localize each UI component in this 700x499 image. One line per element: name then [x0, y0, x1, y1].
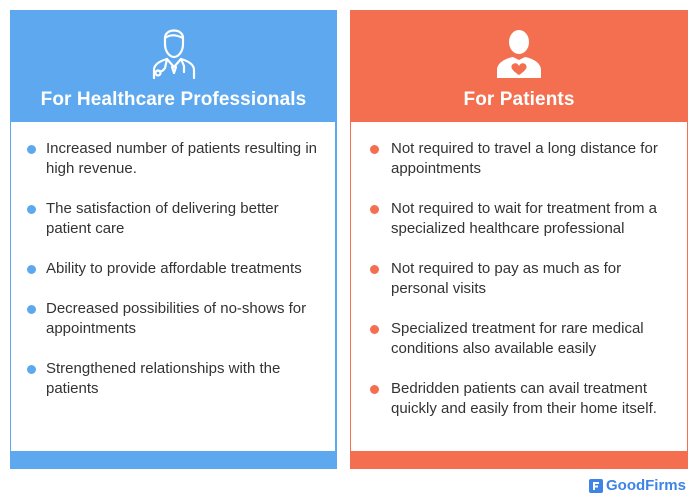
list-item-text: Increased number of patients resulting i…	[46, 140, 317, 177]
benefits-list: Not required to travel a long distance f…	[351, 122, 687, 419]
list-item: Not required to pay as much as for perso…	[351, 259, 687, 299]
list-item-text: Not required to pay as much as for perso…	[391, 260, 622, 297]
bullet-icon	[370, 385, 379, 394]
list-item-text: Not required to travel a long distance f…	[391, 140, 658, 177]
bullet-icon	[370, 265, 379, 274]
panel-body: Increased number of patients resulting i…	[11, 122, 335, 451]
list-item: Not required to travel a long distance f…	[351, 139, 687, 179]
list-item-text: Ability to provide affordable treatments	[46, 260, 302, 277]
list-item-text: Decreased possibilities of no-shows for …	[46, 300, 307, 337]
goodfirms-brand: GoodFirms	[588, 477, 686, 494]
list-item: Increased number of patients resulting i…	[11, 139, 335, 179]
list-item: Not required to wait for treatment from …	[351, 199, 687, 239]
bullet-icon	[27, 205, 36, 214]
benefits-list: Increased number of patients resulting i…	[11, 122, 335, 399]
panel-header: For Patients	[350, 10, 688, 122]
panel-title: For Healthcare Professionals	[40, 89, 307, 110]
bullet-icon	[27, 365, 36, 374]
bullet-icon	[27, 145, 36, 154]
list-item: Bedridden patients can avail treatment q…	[351, 379, 687, 419]
list-item: Decreased possibilities of no-shows for …	[11, 299, 335, 339]
list-item-text: Specialized treatment for rare medical c…	[391, 320, 644, 357]
bullet-icon	[370, 205, 379, 214]
list-item: The satisfaction of delivering better pa…	[11, 199, 335, 239]
list-item-text: Bedridden patients can avail treatment q…	[391, 380, 657, 417]
panel-body: Not required to travel a long distance f…	[351, 122, 687, 451]
bullet-icon	[370, 325, 379, 334]
list-item-text: Not required to wait for treatment from …	[391, 200, 657, 237]
bullet-icon	[27, 305, 36, 314]
brand-name: GoodFirms	[605, 477, 686, 494]
healthcare-professionals-panel: For Healthcare Professionals Increased n…	[10, 10, 337, 469]
list-item-text: The satisfaction of delivering better pa…	[46, 200, 279, 237]
patients-panel: For Patients Not required to travel a lo…	[350, 10, 688, 469]
list-item: Strengthened relationships with the pati…	[11, 359, 335, 399]
list-item: Specialized treatment for rare medical c…	[351, 319, 687, 359]
bullet-icon	[370, 145, 379, 154]
panel-header: For Healthcare Professionals	[10, 10, 337, 122]
bullet-icon	[27, 265, 36, 274]
list-item: Ability to provide affordable treatments	[11, 259, 335, 279]
goodfirms-logo-icon	[588, 478, 603, 493]
patient-heart-icon	[497, 30, 541, 78]
doctor-icon	[152, 29, 195, 80]
panel-title: For Patients	[463, 89, 575, 110]
list-item-text: Strengthened relationships with the pati…	[46, 360, 281, 397]
